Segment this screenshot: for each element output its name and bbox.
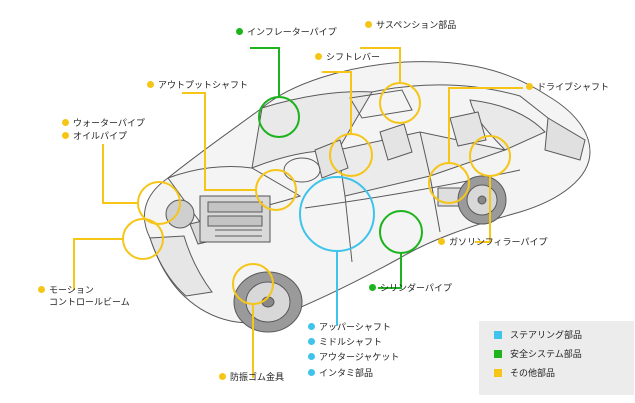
blue-dot xyxy=(308,323,315,330)
label-suspension-parts: サスペンション部品 xyxy=(365,20,456,32)
blue-dot xyxy=(308,353,315,360)
legend-other: その他部品 xyxy=(494,368,555,380)
yellow-dot xyxy=(219,373,226,380)
windshield xyxy=(251,91,373,169)
sunroof xyxy=(349,89,413,119)
label-water-pipe: ウォーターパイプ xyxy=(62,118,145,130)
label-gasoline-filler-pipe: ガソリンフィラーパイプ xyxy=(438,237,547,249)
front-bumper xyxy=(149,235,213,297)
yellow-dot xyxy=(38,286,45,293)
legend-steering: ステアリング部品 xyxy=(494,330,582,342)
yellow-dot xyxy=(315,53,322,60)
other-parts-callouts xyxy=(73,47,523,378)
label-middle-shaft: ミドルシャフト xyxy=(308,337,382,349)
green-dot xyxy=(369,284,376,291)
yellow-dot xyxy=(526,83,533,90)
label-output-shaft: アウトプットシャフト xyxy=(147,80,248,92)
steering-wheel xyxy=(283,157,321,183)
yellow-square-icon xyxy=(494,368,502,377)
label-intermediate-parts: インタミ部品 xyxy=(308,368,373,380)
seats xyxy=(314,111,487,179)
label-upper-shaft: アッパーシャフト xyxy=(308,322,391,334)
legend: ステアリング部品 安全システム部品 その他部品 xyxy=(479,321,634,395)
steering-parts-callouts xyxy=(299,176,375,326)
yellow-dot xyxy=(438,238,445,245)
label-drive-shaft: ドライブシャフト xyxy=(526,82,609,94)
blue-square-icon xyxy=(494,330,502,339)
safety-parts-callouts xyxy=(250,47,423,289)
label-inflator-pipe: インフレーターパイプ xyxy=(236,27,337,39)
green-dot xyxy=(236,28,243,35)
yellow-dot xyxy=(147,81,154,88)
engine-block xyxy=(165,195,271,243)
green-square-icon xyxy=(494,349,502,358)
car-body xyxy=(143,61,591,333)
wheel-rear xyxy=(457,175,507,225)
blue-dot xyxy=(308,369,315,376)
blue-dot xyxy=(308,338,315,345)
yellow-dot xyxy=(365,21,372,28)
roof-line xyxy=(371,84,549,119)
label-cylinder-pipe: シリンダーパイプ xyxy=(369,283,452,295)
label-shift-lever: シフトレバー xyxy=(315,52,380,64)
yellow-dot xyxy=(62,119,69,126)
label-oil-pipe: オイルパイプ xyxy=(62,131,127,143)
label-anti-vibration-rubber: 防振ゴム金具 xyxy=(219,372,284,384)
yellow-dot xyxy=(62,132,69,139)
label-motion-control-beam: モーション コントロールビーム xyxy=(38,285,130,309)
legend-safety: 安全システム部品 xyxy=(494,349,582,361)
label-outer-jacket: アウタージャケット xyxy=(308,352,399,364)
